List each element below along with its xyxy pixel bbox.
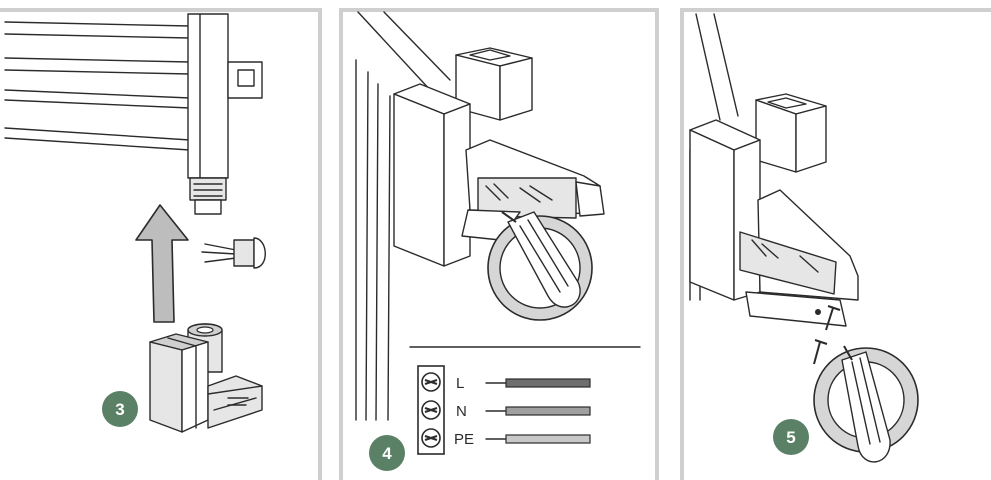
wire-live [485,378,591,388]
terminal-cover [739,231,837,295]
step-badge-5: 5 [773,419,809,455]
connector-housing-closed [689,119,859,327]
panel-step-3: 3 [0,8,322,480]
wire-earth [485,434,591,444]
terminal-block-icon [417,365,445,455]
upward-arrow-icon [135,204,189,323]
screwdriver-icon [487,211,593,321]
mounting-bracket [227,61,263,99]
mounting-bracket-top-5 [755,93,827,173]
radiator-vertical-tube [187,13,263,179]
wire-neutral [485,406,591,416]
mounting-bracket-top [455,47,533,121]
cable-plug [201,237,266,269]
terminal-label-earth: PE [454,431,474,448]
threaded-socket [189,177,227,215]
step-badge-5-number: 5 [786,428,795,447]
terminal-label-neutral: N [456,403,467,420]
panel-step-4: L N PE 4 [339,8,659,480]
step-badge-3: 3 [102,391,138,427]
terminal-cavity [477,177,577,219]
screw-icon [813,305,841,365]
panel-step-5: 5 [680,8,991,480]
terminal-label-live: L [456,375,464,392]
radiator-rails [4,21,191,151]
step-badge-3-number: 3 [115,400,124,419]
radiator-diagonal-tubes [355,11,451,421]
screwdriver-icon-5 [813,345,919,463]
step-badge-4-number: 4 [382,444,392,463]
step-badge-4: 4 [369,435,405,471]
heating-element [149,323,263,433]
connector-housing [393,83,605,267]
